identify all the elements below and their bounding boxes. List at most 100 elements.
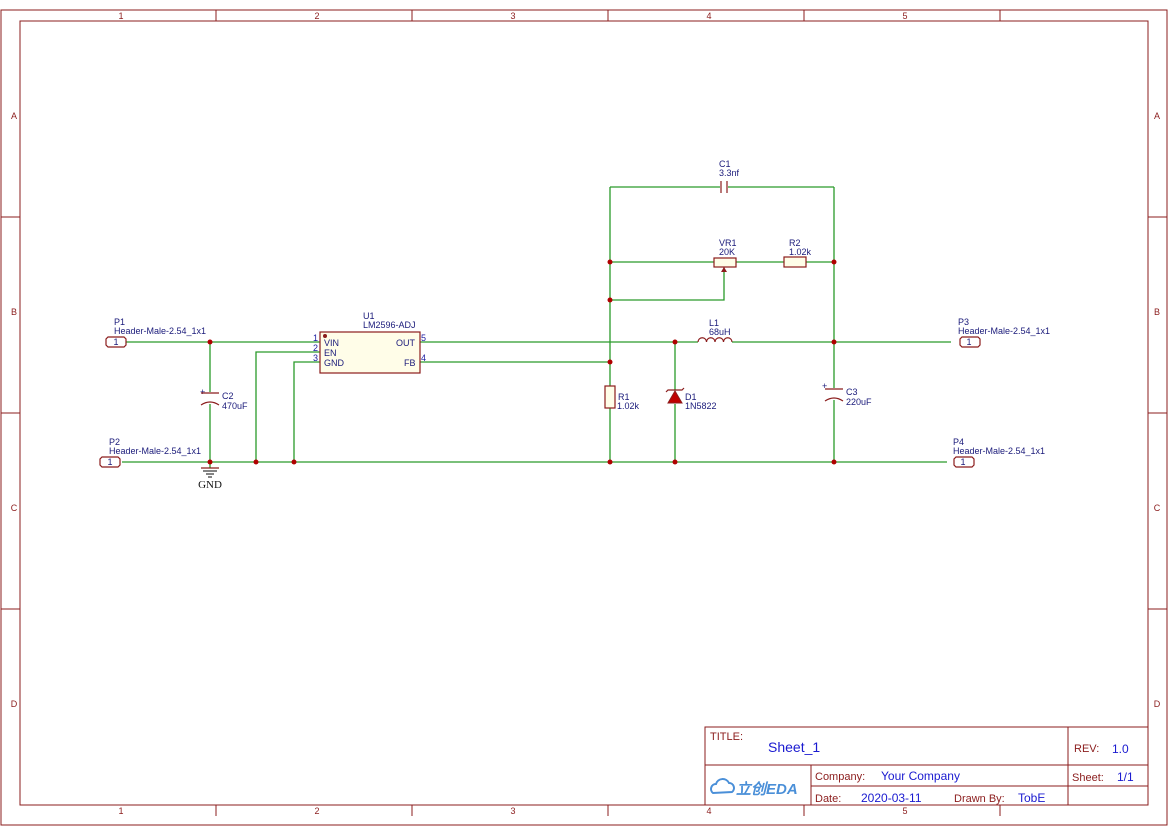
col-label: 1 (118, 806, 123, 816)
p3-value: Header-Male-2.54_1x1 (958, 326, 1050, 336)
col-label: 5 (902, 11, 907, 21)
row-label: A (1154, 111, 1160, 121)
cap-plate-curved (200, 401, 220, 406)
junction-dot (831, 459, 837, 465)
gnd-label: GND (198, 479, 222, 491)
logo-text: 立创EDA (736, 780, 798, 798)
u1-pin-num: 5 (421, 333, 426, 343)
c2-polarity-plus-icon: + (200, 387, 205, 397)
drawn-by-value: TobE (1018, 791, 1045, 805)
header-p4[interactable]: P4 Header-Male-2.54_1x1 1 (953, 437, 1045, 468)
c1-value: 3.3nf (719, 168, 740, 178)
junction-dot (831, 259, 837, 265)
resistor-body (604, 385, 616, 409)
resistor-body (783, 256, 807, 268)
potentiometer-vr1[interactable]: VR1 20K (713, 238, 737, 272)
col-label: 4 (706, 806, 711, 816)
col-label: 5 (902, 806, 907, 816)
d1-ref: D1 (685, 392, 697, 402)
header-p1[interactable]: P1 Header-Male-2.54_1x1 1 (105, 317, 206, 348)
r1-value: 1.02k (617, 401, 640, 411)
p1-pin: 1 (113, 337, 118, 347)
p2-value: Header-Male-2.54_1x1 (109, 446, 201, 456)
title-value: Sheet_1 (768, 739, 820, 755)
p1-value: Header-Male-2.54_1x1 (114, 326, 206, 336)
junction-dot (672, 339, 678, 345)
col-label: 3 (510, 11, 515, 21)
ic-body (319, 331, 421, 374)
d1-value: 1N5822 (685, 401, 717, 411)
date-value: 2020-03-11 (861, 791, 922, 805)
schottky-bar (665, 387, 685, 393)
c2-value: 470uF (222, 401, 248, 411)
col-label: 4 (706, 11, 711, 21)
junction-dot (607, 459, 613, 465)
rev-value: 1.0 (1112, 742, 1129, 756)
c3-ref: C3 (846, 387, 858, 397)
row-label: C (11, 503, 18, 513)
header-shape (953, 456, 975, 468)
p4-pin: 1 (960, 457, 965, 467)
capacitor-c2[interactable]: C2 470uF + (200, 387, 248, 411)
row-label: C (1154, 503, 1161, 513)
resistor-r1[interactable]: R1 1.02k (604, 385, 640, 411)
c1-ref: C1 (719, 159, 731, 169)
inductor-coil (697, 337, 733, 343)
resistor-r2[interactable]: R2 1.02k (783, 238, 812, 268)
u1-pin-num: 1 (313, 333, 318, 343)
l1-value: 68uH (709, 327, 731, 337)
wiper-arrow-icon (721, 267, 727, 272)
row-label: B (11, 307, 17, 317)
cap-plate-curved (824, 397, 844, 402)
u1-ref: U1 (363, 311, 375, 321)
company-value: Your Company (881, 769, 960, 783)
l1-ref: L1 (709, 318, 719, 328)
company-label: Company: (815, 771, 865, 783)
wires (122, 186, 951, 468)
r1-ref: R1 (618, 392, 630, 402)
header-shape (99, 456, 121, 468)
p2-pin: 1 (107, 457, 112, 467)
column-labels-top: 1 2 3 4 5 (118, 11, 907, 21)
u1-pin-num: 4 (421, 353, 426, 363)
u1-pin-name: OUT (396, 338, 416, 348)
p3-pin: 1 (966, 337, 971, 347)
column-labels-bottom: 1 2 3 4 5 (118, 806, 907, 816)
header-p2[interactable]: P2 Header-Male-2.54_1x1 1 (99, 437, 201, 468)
u1-pin-name: EN (324, 348, 337, 358)
c3-polarity-plus-icon: + (822, 381, 827, 391)
ic-u1[interactable]: U1 LM2596-ADJ 1 VIN 2 EN 3 GND 5 OUT 4 F… (313, 311, 426, 374)
drawn-by-label: Drawn By: (954, 793, 1005, 805)
u1-pin-name: GND (324, 358, 345, 368)
inductor-l1[interactable]: L1 68uH (697, 318, 733, 343)
junction-dot (207, 339, 213, 345)
wire-en (255, 351, 320, 462)
u1-pin-num: 3 (313, 353, 318, 363)
resistor-body (713, 257, 737, 268)
c2-ref: C2 (222, 391, 234, 401)
row-label: D (1154, 699, 1161, 709)
capacitor-c1[interactable]: C1 3.3nf (719, 159, 740, 193)
p4-value: Header-Male-2.54_1x1 (953, 446, 1045, 456)
row-labels-right: A B C D (1154, 111, 1161, 709)
junction-dot (291, 459, 297, 465)
col-label: 1 (118, 11, 123, 21)
c3-value: 220uF (846, 397, 872, 407)
cloud-icon (710, 778, 735, 795)
header-p3[interactable]: P3 Header-Male-2.54_1x1 1 (958, 317, 1050, 348)
junction-dot (831, 339, 837, 345)
p4-ref: P4 (953, 437, 964, 447)
junction-dot (672, 459, 678, 465)
junction-dot (607, 297, 613, 303)
ground-symbol[interactable]: GND (198, 467, 222, 491)
pin1-marker (323, 334, 327, 338)
col-label: 3 (510, 806, 515, 816)
row-label: B (1154, 307, 1160, 317)
u1-pin-name: FB (404, 358, 416, 368)
capacitor-c3[interactable]: C3 220uF + (822, 381, 872, 407)
u1-value: LM2596-ADJ (363, 320, 416, 330)
rev-label: REV: (1074, 743, 1099, 755)
title-block: TITLE: Sheet_1 REV: 1.0 Company: Your Co… (704, 726, 1149, 806)
diode-d1[interactable]: D1 1N5822 (665, 387, 717, 411)
